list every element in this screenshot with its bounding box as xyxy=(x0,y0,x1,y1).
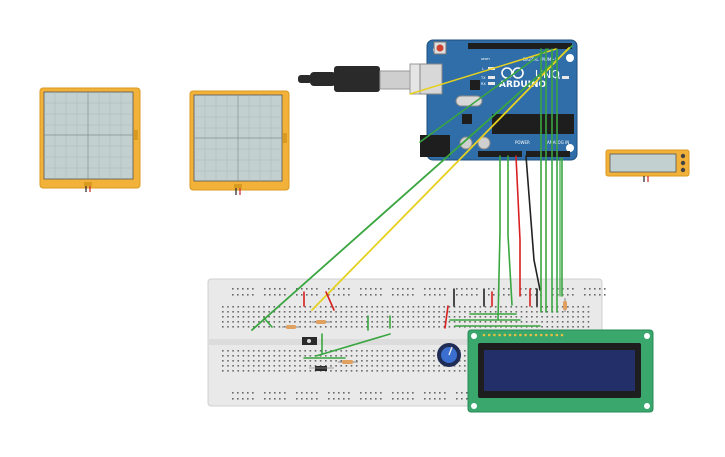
digital-header[interactable] xyxy=(468,43,572,49)
l-label: L xyxy=(482,67,484,71)
wire-yellow-long[interactable] xyxy=(311,47,570,311)
reset-button-icon xyxy=(436,44,444,52)
power-header[interactable] xyxy=(478,151,522,157)
wire-red-power[interactable] xyxy=(515,155,521,297)
potentiometer-knob-icon[interactable] xyxy=(448,346,453,356)
lcd-16x2[interactable] xyxy=(467,329,654,413)
resistor-3[interactable] xyxy=(338,360,358,364)
oscilloscope-1[interactable] xyxy=(39,87,141,192)
oscilloscope-1-grid xyxy=(44,92,133,179)
analog-label: ANALOG IN xyxy=(547,140,569,145)
ic-chip[interactable] xyxy=(302,337,317,345)
tx-label: TX xyxy=(480,76,486,80)
potentiometer[interactable] xyxy=(437,343,461,367)
resistor-2[interactable] xyxy=(312,320,330,324)
resistor-4[interactable] xyxy=(563,298,567,312)
arduino-brand: ARDUINO xyxy=(499,80,547,90)
wire-green-bus[interactable] xyxy=(497,155,501,321)
reset-label: RESET xyxy=(481,57,490,61)
wire-green-long[interactable] xyxy=(251,45,573,331)
power-label: POWER xyxy=(515,140,530,145)
analog-header[interactable] xyxy=(526,151,570,157)
multimeter-terminal-icon[interactable] xyxy=(680,167,686,173)
resistor-1[interactable] xyxy=(282,325,300,329)
multimeter[interactable] xyxy=(605,149,690,182)
on-led-icon xyxy=(562,76,569,79)
multimeter-terminal-icon[interactable] xyxy=(680,160,686,166)
on-label: ON xyxy=(555,76,561,80)
rx-led-icon xyxy=(488,82,495,85)
lcd-screen xyxy=(484,350,635,391)
multimeter-terminal-icon[interactable] xyxy=(680,153,686,159)
digital-label: DIGITAL (PWM~) xyxy=(523,57,557,62)
oscilloscope-2[interactable] xyxy=(189,90,290,195)
usb-cable[interactable] xyxy=(298,63,441,95)
lcd-pin-header[interactable] xyxy=(482,333,564,337)
atmega-chip xyxy=(492,114,574,134)
wires[interactable] xyxy=(251,45,573,359)
wire-black-ground[interactable] xyxy=(525,155,541,291)
tx-led-icon xyxy=(488,76,495,79)
diode[interactable] xyxy=(309,366,334,371)
arduino-uno[interactable]: L TX RX ON DIGITAL (PWM~) ARDUINO UNO PO… xyxy=(419,39,578,161)
rx-label: RX xyxy=(481,82,486,86)
